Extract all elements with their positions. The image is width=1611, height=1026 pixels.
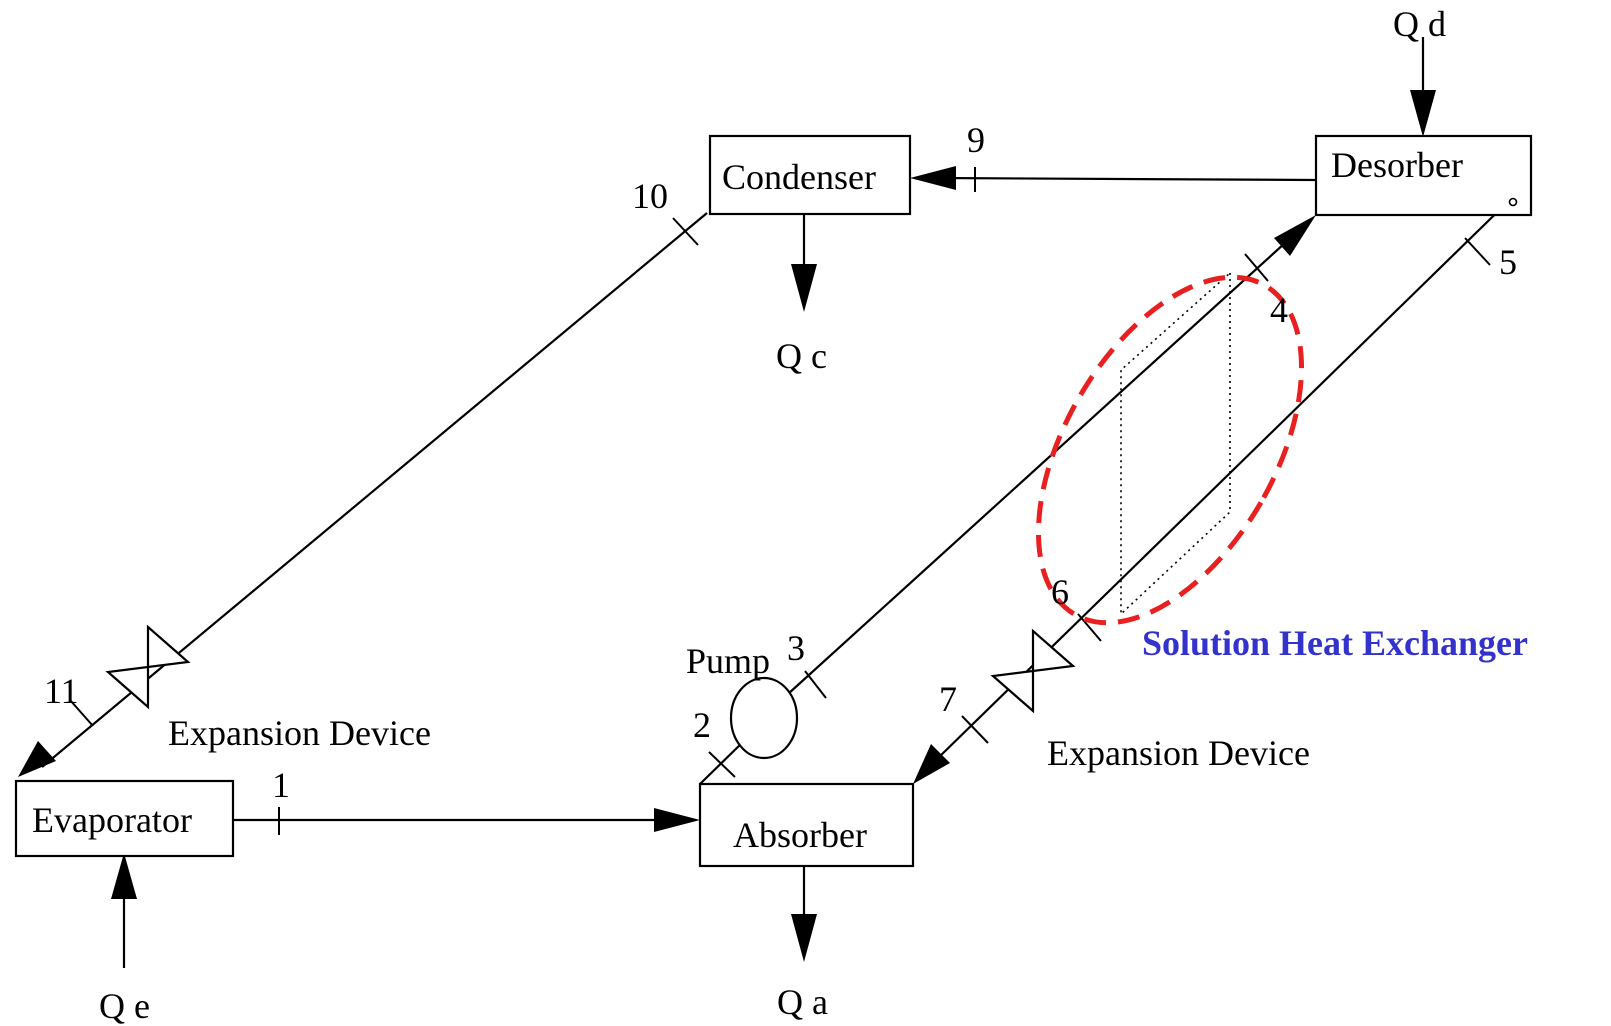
state-point-6: 6	[1051, 572, 1069, 612]
state-point-10: 10	[632, 176, 668, 216]
qc-label: Q c	[776, 336, 827, 376]
expansion-valve-right	[990, 628, 1076, 714]
tick-point-4	[1244, 253, 1269, 282]
tick-point-2	[708, 751, 736, 778]
state-point-9: 9	[967, 120, 985, 160]
line-absorber-to-pump	[699, 740, 745, 785]
qd-label: Q d	[1393, 4, 1446, 44]
condenser-box	[708, 134, 912, 216]
absorber-box	[698, 782, 915, 868]
arrowhead-qe	[111, 853, 137, 899]
condenser-label: Condenser	[722, 157, 876, 197]
desorber-box	[1314, 134, 1533, 217]
arrowhead-qc	[791, 264, 817, 312]
expansion-device-right-label: Expansion Device	[1047, 733, 1310, 773]
tick-point-7	[961, 715, 989, 744]
state-point-2: 2	[693, 705, 711, 745]
evaporator-box	[14, 779, 235, 858]
arrowhead-into-absorber	[654, 808, 700, 832]
pump-label: Pump	[686, 641, 770, 681]
solution-heat-exchanger-label: Solution Heat Exchanger	[1142, 623, 1528, 663]
tick-point-6	[1077, 613, 1102, 642]
state-point-5: 5	[1499, 242, 1517, 282]
arrowhead-qd	[1410, 90, 1436, 137]
arrowhead-into-condenser	[910, 166, 956, 190]
state-point-3: 3	[787, 628, 805, 668]
state-point-1: 1	[272, 765, 290, 805]
desorber-label: Desorber	[1331, 145, 1463, 185]
arrowhead-into-evaporator	[18, 741, 56, 777]
arrowhead-into-desorber	[1274, 215, 1316, 256]
pump-symbol	[729, 676, 799, 760]
expansion-device-left-label: Expansion Device	[168, 713, 431, 753]
line-desorber-to-condenser	[934, 176, 1316, 182]
tick-point-11	[69, 699, 94, 727]
tick-point-3	[804, 670, 827, 699]
state-point-4: 4	[1270, 290, 1288, 330]
qe-label: Q e	[99, 986, 150, 1026]
arrowhead-qa	[791, 914, 817, 962]
line-pump-to-desorber	[787, 242, 1286, 695]
state-point-11: 11	[44, 671, 79, 711]
expansion-valve-left	[105, 624, 191, 710]
state-point-7: 7	[939, 679, 957, 719]
arrowhead-into-absorber-right	[913, 744, 950, 784]
qa-label: Q a	[777, 982, 828, 1022]
tick-point-5	[1464, 237, 1491, 266]
desorber-port-marker	[1508, 197, 1518, 207]
line-condenser-to-evaporator	[41, 212, 708, 768]
tick-point-10	[672, 217, 699, 246]
absorber-label: Absorber	[733, 815, 867, 855]
evaporator-label: Evaporator	[32, 800, 192, 840]
heat-exchanger-highlight	[1035, 274, 1305, 626]
